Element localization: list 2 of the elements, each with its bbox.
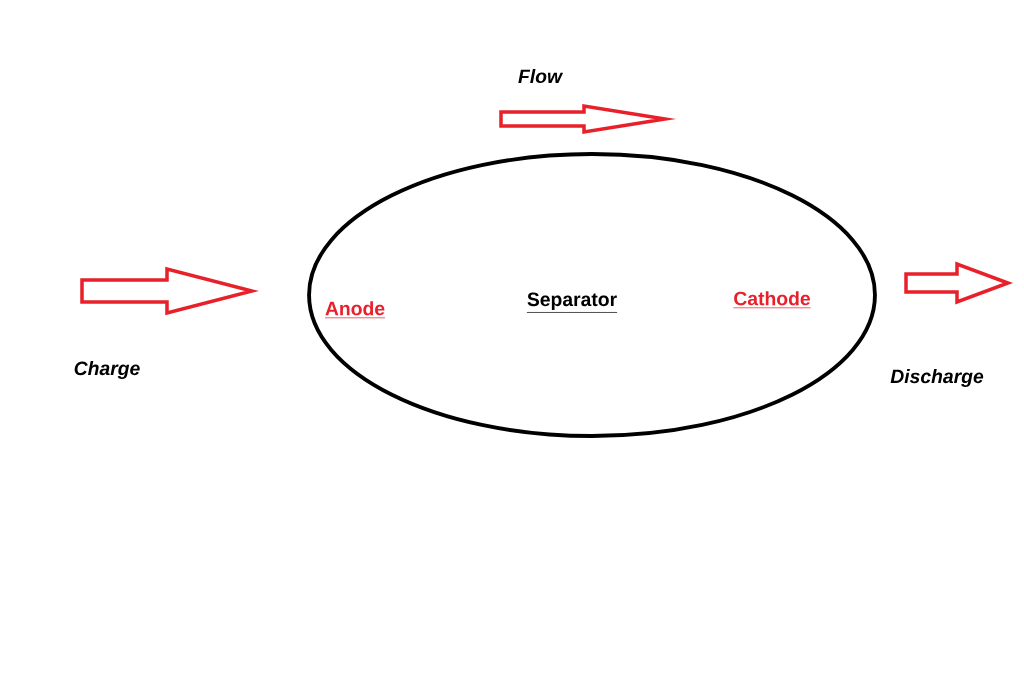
label: Charge	[74, 361, 140, 379]
label: Flow	[518, 68, 564, 84]
